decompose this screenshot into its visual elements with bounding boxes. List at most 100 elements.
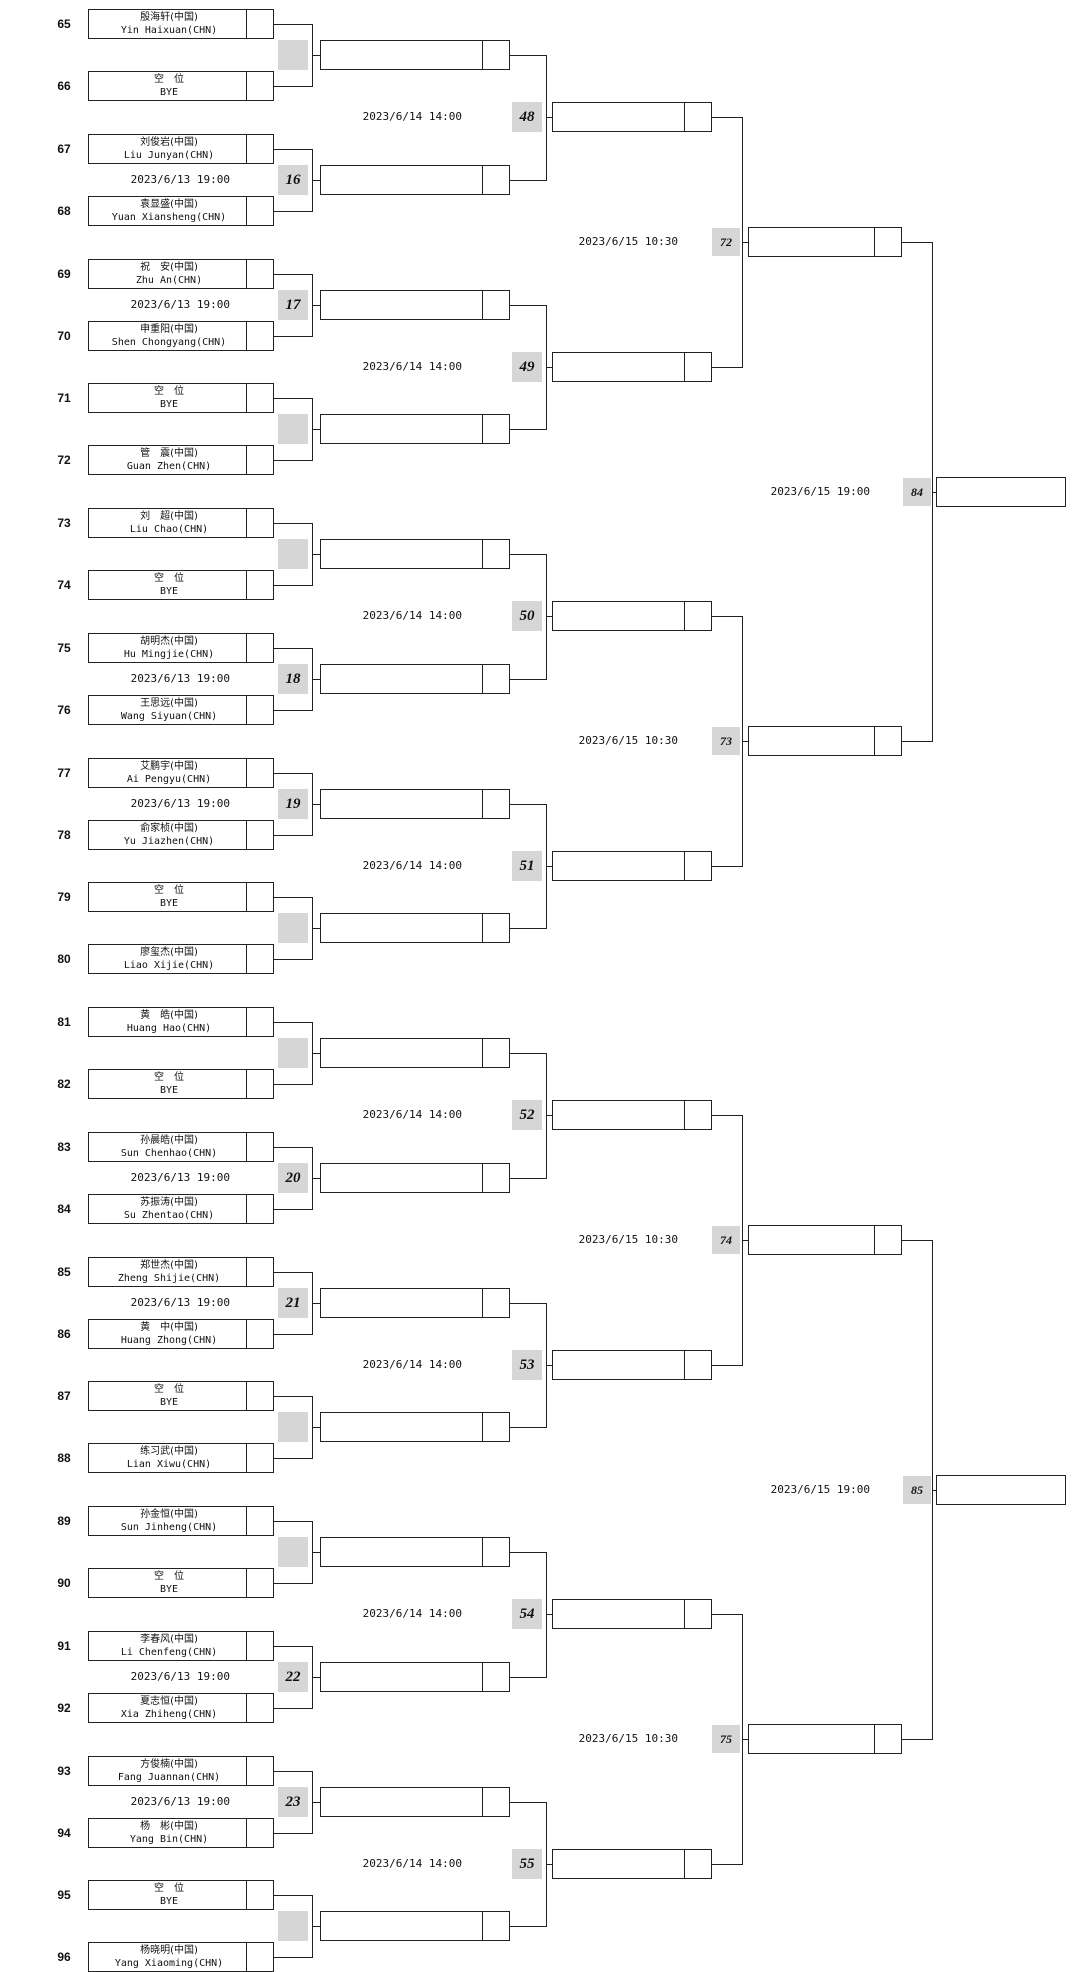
result-box — [320, 788, 510, 819]
bracket-line — [932, 1489, 936, 1491]
player-entry[interactable]: 杨晓明(中国)Yang Xiaoming(CHN) — [88, 1942, 274, 1972]
player-entry[interactable]: 袁显盛(中国)Yuan Xiansheng(CHN) — [88, 195, 274, 226]
bracket-line — [274, 1208, 312, 1210]
bracket-line — [902, 242, 932, 244]
player-entry[interactable]: 夏志恒(中国)Xia Zhiheng(CHN) — [88, 1692, 274, 1723]
bracket-line — [742, 741, 748, 743]
score-cell — [246, 1818, 273, 1847]
result-box — [320, 1038, 510, 1068]
player-entry[interactable]: 王思远(中国)Wang Siyuan(CHN) — [88, 694, 274, 725]
player-entry[interactable]: 艾鹏宇(中国)Ai Pengyu(CHN) — [88, 757, 274, 788]
player-entry[interactable]: 苏振涛(中国)Su Zhentao(CHN) — [88, 1193, 274, 1224]
score-cell — [482, 1912, 509, 1941]
result-box — [748, 1724, 902, 1755]
bracket-line — [510, 429, 546, 431]
score-cell — [874, 1725, 901, 1754]
seed-number: 69 — [57, 266, 71, 281]
player-entry[interactable]: 李春风(中国)Li Chenfeng(CHN) — [88, 1630, 274, 1661]
player-entry[interactable]: 祝 安(中国)Zhu An(CHN) — [88, 258, 274, 289]
score-cell — [246, 1444, 273, 1473]
bracket-line — [312, 429, 320, 431]
match-time: 2023/6/15 10:30 — [578, 1732, 678, 1746]
player-name-cn: 黄 皓(中国) — [140, 1010, 198, 1021]
score-cell — [246, 1319, 273, 1348]
bracket-line — [274, 959, 312, 961]
seed-number: 78 — [57, 827, 71, 842]
match-time: 2023/6/15 10:30 — [578, 1233, 678, 1247]
seed-number: 75 — [57, 640, 71, 655]
seed-number: 72 — [57, 453, 71, 468]
player-entry[interactable]: 申重阳(中国)Shen Chongyang(CHN) — [88, 320, 274, 351]
player-entry[interactable]: 方俊楠(中国)Fang Juannan(CHN) — [88, 1755, 274, 1786]
player-entry[interactable]: 练习武(中国)Lian Xiwu(CHN) — [88, 1443, 274, 1474]
player-name-cn: 方俊楠(中国) — [140, 1758, 198, 1770]
score-cell — [246, 1070, 273, 1098]
bracket-line — [546, 1863, 552, 1865]
result-box — [320, 1786, 510, 1817]
bracket-line — [274, 1957, 312, 1959]
player-entry[interactable]: 俞家桢(中国)Yu Jiazhen(CHN) — [88, 819, 274, 850]
match-number: 85 — [903, 1475, 931, 1504]
bracket-line — [712, 366, 742, 368]
bracket-line — [274, 86, 312, 87]
player-entry[interactable]: 黄 中(中国)Huang Zhong(CHN) — [88, 1318, 274, 1349]
bracket-line — [274, 1583, 312, 1584]
match-time: 2023/6/14 14:00 — [362, 1856, 462, 1870]
player-entry[interactable]: 孙金恒(中国)Sun Jinheng(CHN) — [88, 1506, 274, 1536]
seed-number: 68 — [57, 203, 71, 218]
player-entry[interactable]: 杨 彬(中国)Yang Bin(CHN) — [88, 1817, 274, 1848]
bracket-line — [742, 1739, 748, 1741]
player-name-en: Zhu An(CHN) — [135, 274, 203, 286]
score-cell — [482, 664, 509, 693]
player-name-en: BYE — [159, 1896, 179, 1908]
seed-number: 80 — [57, 952, 71, 967]
score-cell — [684, 1600, 711, 1629]
seed-number: 89 — [57, 1514, 71, 1528]
bracket-line — [742, 1240, 748, 1242]
score-cell — [246, 758, 273, 787]
player-name-cn: 空 位 — [154, 1571, 184, 1582]
bracket-line — [274, 1458, 312, 1460]
player-name-en: Fang Juannan(CHN) — [117, 1771, 221, 1783]
result-box — [320, 289, 510, 320]
seed-number: 65 — [57, 17, 71, 31]
player-name-en: Shen Chongyang(CHN) — [111, 336, 227, 348]
player-entry[interactable]: 胡明杰(中国)Hu Mingjie(CHN) — [88, 632, 274, 663]
player-entry[interactable]: 刘 超(中国)Liu Chao(CHN) — [88, 508, 274, 538]
result-box — [748, 227, 902, 258]
player-entry[interactable]: 廖玺杰(中国)Liao Xijie(CHN) — [88, 944, 274, 975]
player-name-cn: 祝 安(中国) — [140, 261, 198, 273]
score-cell — [246, 134, 273, 163]
player-entry[interactable]: 刘俊岩(中国)Liu Junyan(CHN) — [88, 133, 274, 164]
result-box — [320, 1911, 510, 1942]
result-box — [552, 1349, 712, 1380]
player-entry[interactable]: 管 震(中国)Guan Zhen(CHN) — [88, 445, 274, 476]
score-cell — [482, 1039, 509, 1067]
player-entry[interactable]: 殷海轩(中国)Yin Haixuan(CHN) — [88, 9, 274, 39]
bracket-line — [274, 1645, 312, 1647]
bracket-line — [274, 210, 312, 212]
match-time: 2023/6/13 19:00 — [130, 1669, 230, 1683]
bracket-line — [546, 366, 552, 368]
match-number: 55 — [512, 1848, 542, 1879]
player-name-cn: 空 位 — [154, 1883, 184, 1895]
score-cell — [246, 384, 273, 413]
seed-number: 79 — [57, 890, 71, 905]
player-entry[interactable]: 黄 皓(中国)Huang Hao(CHN) — [88, 1007, 274, 1037]
bracket-line — [274, 585, 312, 586]
bracket-line — [510, 1801, 546, 1803]
player-name-cn: 袁显盛(中国) — [140, 198, 198, 210]
player-entry[interactable]: 郑世杰(中国)Zheng Shijie(CHN) — [88, 1256, 274, 1287]
result-box — [552, 850, 712, 881]
player-entry[interactable]: 孙晨皓(中国)Sun Chenhao(CHN) — [88, 1131, 274, 1162]
player-name-cn: 空 位 — [154, 1384, 184, 1396]
bracket-line — [274, 1022, 312, 1023]
